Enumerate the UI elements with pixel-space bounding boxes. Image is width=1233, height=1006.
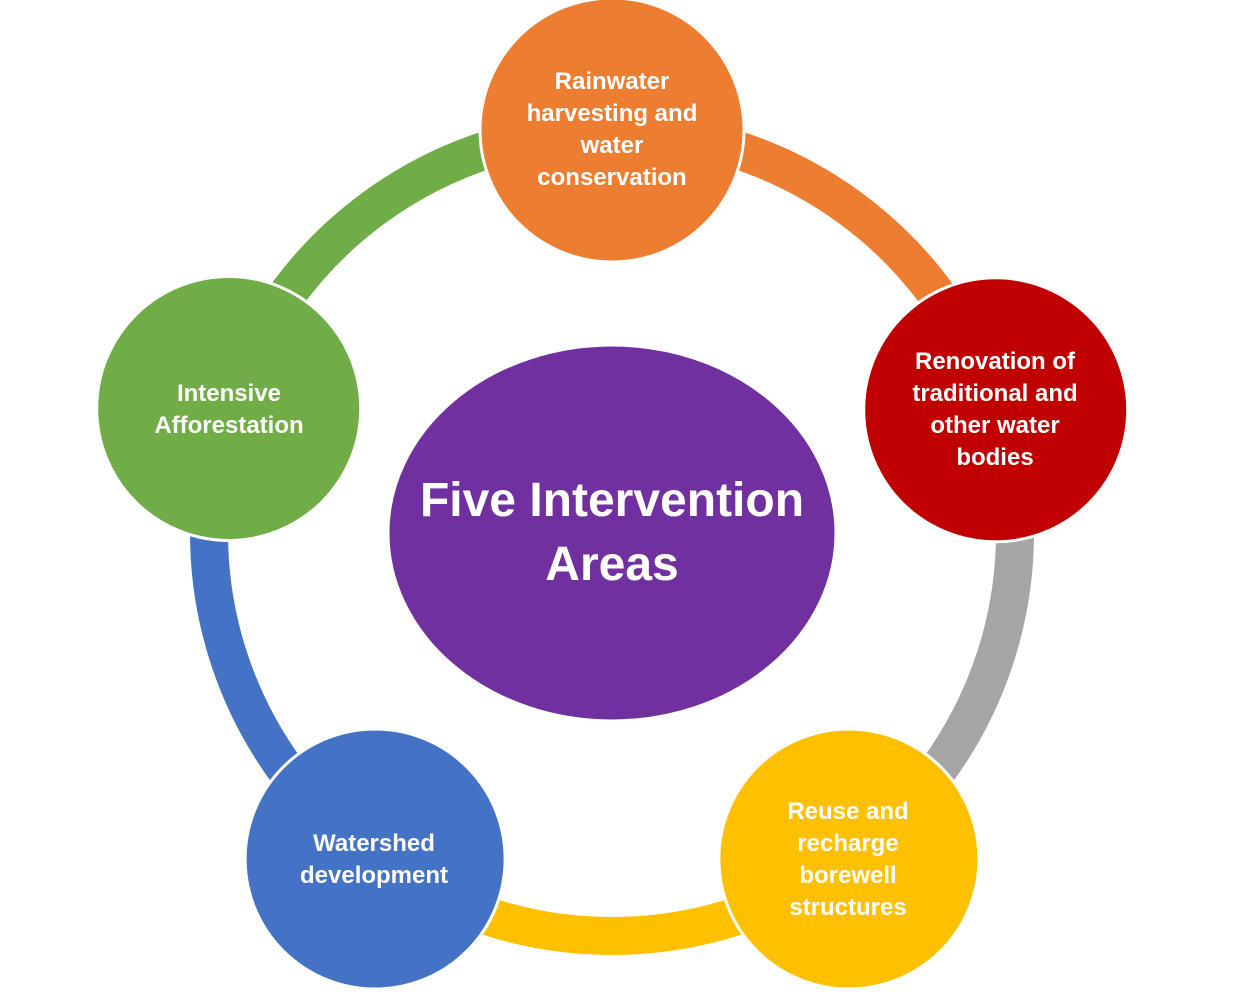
- node-label-afforestation: Intensive Afforestation: [154, 380, 304, 439]
- center-ellipse: [386, 343, 838, 723]
- center-label: Five Intervention Areas: [419, 474, 805, 591]
- node-circle-watershed: [243, 727, 507, 991]
- node-label-rainwater: Rainwater harvesting and water conservat…: [526, 68, 698, 191]
- node-circle-renovation: [862, 276, 1130, 544]
- node-label-watershed: Watershed development: [299, 830, 449, 889]
- node-label-renovation: Renovation of traditional and other wate…: [912, 348, 1078, 471]
- node-circle-rainwater: [478, 0, 746, 264]
- node-circle-afforestation: [95, 274, 363, 542]
- node-label-reuse: Reuse and recharge borewell structures: [787, 798, 909, 921]
- node-circle-reuse: [717, 727, 981, 991]
